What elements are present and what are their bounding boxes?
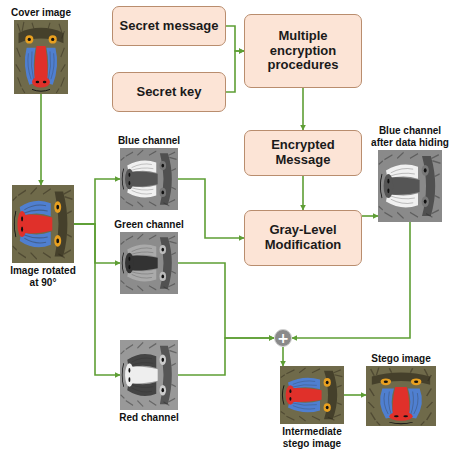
image-panel: Image rotated at 90° bbox=[12, 185, 74, 263]
channel-image bbox=[120, 148, 178, 210]
image-panel: Blue channel after data hiding bbox=[378, 150, 442, 222]
image-label: Intermediate stego image bbox=[272, 426, 352, 449]
flow-arrow bbox=[40, 94, 42, 185]
flow-arrow bbox=[178, 338, 274, 375]
circle-shape bbox=[275, 330, 292, 347]
plus-sign: + bbox=[277, 331, 289, 345]
box-text: Encrypted Message bbox=[251, 138, 355, 168]
image-panel: Green channel bbox=[120, 232, 178, 294]
box-text: Gray-Level Modification bbox=[251, 223, 355, 253]
flow-arrow bbox=[344, 394, 366, 396]
image-label: Blue channel bbox=[111, 135, 187, 147]
process-box: Gray-Level Modification bbox=[244, 210, 362, 266]
image-label: Cover image bbox=[3, 7, 79, 19]
mandrill-image bbox=[14, 20, 68, 94]
image-panel: Cover image bbox=[14, 20, 68, 94]
process-box: Secret message bbox=[112, 6, 226, 46]
flow-arrow bbox=[362, 215, 378, 217]
flow-arrow bbox=[302, 88, 304, 130]
process-box: Multiple encryption procedures bbox=[244, 14, 362, 88]
flow-arrow bbox=[302, 176, 304, 210]
box-text: Secret key bbox=[136, 85, 201, 100]
mandrill-image bbox=[12, 185, 74, 263]
image-label: Red channel bbox=[111, 412, 187, 424]
flow-arrow bbox=[226, 26, 244, 51]
image-panel: Intermediate stego image bbox=[280, 366, 344, 424]
flow-arrow bbox=[74, 224, 120, 263]
image-label: Stego image bbox=[363, 353, 439, 365]
box-text: Multiple encryption procedures bbox=[251, 29, 355, 74]
flow-arrow bbox=[178, 179, 244, 238]
flow-arrow bbox=[226, 51, 244, 92]
image-label: Image rotated at 90° bbox=[5, 265, 81, 288]
sum-circle: + bbox=[274, 329, 292, 347]
flow-arrow bbox=[178, 263, 274, 338]
image-panel: Red channel bbox=[120, 340, 178, 410]
image-panel: Blue channel bbox=[120, 148, 178, 210]
process-box: Encrypted Message bbox=[244, 130, 362, 176]
image-label: Green channel bbox=[111, 219, 187, 231]
channel-image bbox=[120, 232, 178, 294]
mandrill-image bbox=[280, 366, 344, 424]
box-text: Secret message bbox=[119, 19, 218, 34]
channel-image bbox=[378, 150, 442, 222]
flow-arrow bbox=[74, 224, 120, 375]
mandrill-image bbox=[366, 366, 436, 426]
process-box: Secret key bbox=[112, 72, 226, 112]
image-label: Blue channel after data hiding bbox=[371, 125, 449, 148]
flow-arrow bbox=[74, 179, 120, 224]
flow-arrow bbox=[282, 347, 284, 366]
channel-image bbox=[120, 340, 178, 410]
image-panel: Stego image bbox=[366, 366, 436, 426]
